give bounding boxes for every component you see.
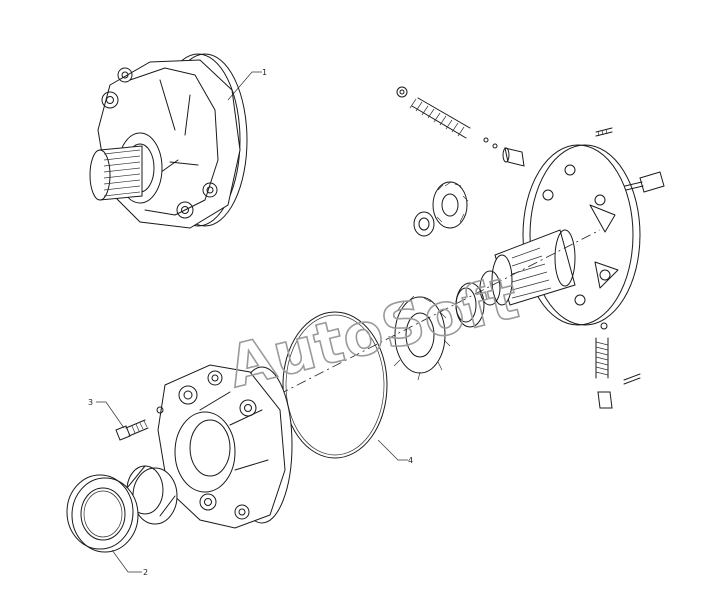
- callout-2-label: 2: [143, 568, 148, 577]
- watermark-text: AutoSoft: [222, 263, 526, 401]
- screw: [115, 406, 164, 441]
- callout-3-leader: [96, 401, 125, 429]
- relief-valve-parts: [396, 86, 613, 167]
- callout-4-leader: [377, 439, 408, 461]
- oil-seal: [66, 474, 139, 553]
- stator-support-cover: [491, 144, 665, 326]
- callout-1-leader: [227, 71, 262, 101]
- pump-assembly: [89, 53, 248, 229]
- lower-valve-parts: [595, 322, 641, 409]
- callout-2-leader: [111, 549, 142, 573]
- callout-4-label: 4: [408, 456, 413, 465]
- axis-line: [189, 229, 601, 441]
- pump-body: [157, 364, 293, 529]
- callout-1-label: 1: [262, 68, 267, 77]
- callout-3-label: 3: [88, 398, 93, 407]
- o-ring: [282, 311, 388, 459]
- gears-and-bearings: [393, 181, 501, 381]
